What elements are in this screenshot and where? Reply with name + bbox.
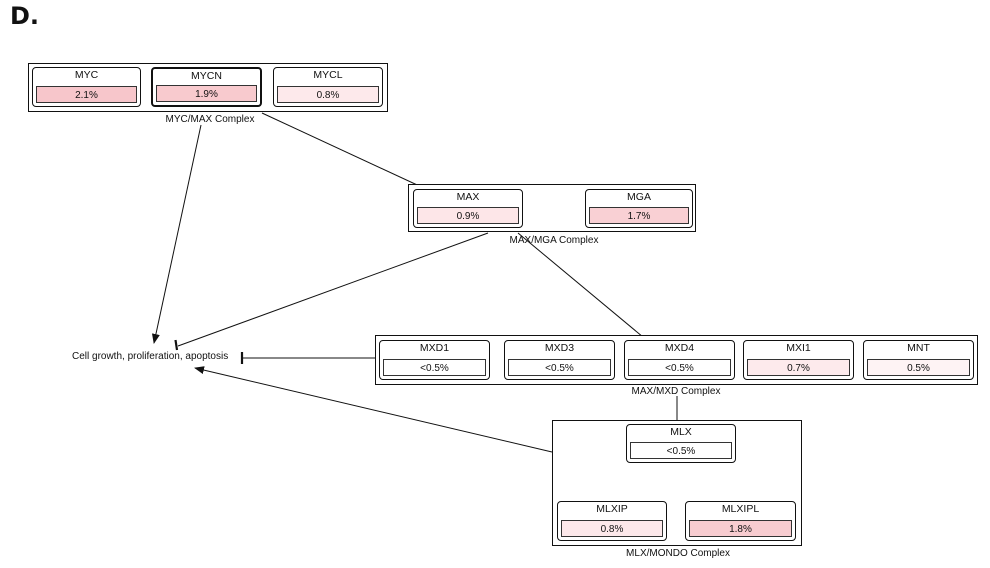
- panel-label: D.: [10, 2, 40, 30]
- edge-mlxmondo-to-phenotype: [194, 366, 553, 453]
- node-name: MXD4: [664, 342, 695, 354]
- node-myc[interactable]: MYC 2.1%: [32, 67, 141, 107]
- node-mycl[interactable]: MYCL 0.8%: [273, 67, 383, 107]
- node-name: MAX: [456, 191, 480, 203]
- node-mnt[interactable]: MNT 0.5%: [863, 340, 974, 380]
- node-name: MYCL: [313, 69, 343, 81]
- edge-maxmga-to-maxmxd: [517, 232, 644, 338]
- node-name: MYC: [74, 69, 99, 81]
- complex-label-myc-max: MYC/MAX Complex: [165, 114, 255, 125]
- node-value: 0.9%: [417, 207, 519, 224]
- phenotype-label: Cell growth, proliferation, apoptosis: [72, 351, 229, 362]
- node-name: MGA: [627, 191, 651, 203]
- complex-label-mlx-mondo: MLX/MONDO Complex: [626, 548, 730, 559]
- node-value: <0.5%: [628, 359, 731, 376]
- node-value: 0.8%: [277, 86, 379, 103]
- node-value: <0.5%: [630, 442, 732, 459]
- node-name: MLX: [670, 426, 692, 438]
- inhibition-bar-maxmga: [174, 339, 179, 351]
- edge-mycmax-to-maxmga: [261, 112, 429, 191]
- node-max[interactable]: MAX 0.9%: [413, 189, 523, 228]
- node-value: 0.8%: [561, 520, 663, 537]
- node-name: MLXIPL: [721, 503, 760, 515]
- node-mxd3[interactable]: MXD3 <0.5%: [504, 340, 615, 380]
- node-value: <0.5%: [383, 359, 486, 376]
- node-value: 1.7%: [589, 207, 689, 224]
- node-value: 0.7%: [747, 359, 850, 376]
- node-name: MNT: [907, 342, 930, 354]
- node-mycn[interactable]: MYCN 1.9%: [151, 67, 262, 107]
- edge-mycmax-to-phenotype: [151, 124, 202, 344]
- node-name: MLXIP: [596, 503, 628, 515]
- node-name: MYCN: [191, 70, 222, 82]
- node-value: 2.1%: [36, 86, 137, 103]
- edge-maxmga-to-phenotype: [177, 232, 489, 347]
- node-value: 0.5%: [867, 359, 970, 376]
- node-name: MXI1: [786, 342, 811, 354]
- node-mxi1[interactable]: MXI1 0.7%: [743, 340, 854, 380]
- complex-label-max-mga: MAX/MGA Complex: [509, 235, 599, 246]
- node-mlxip[interactable]: MLXIP 0.8%: [557, 501, 667, 541]
- node-name: MXD3: [544, 342, 575, 354]
- complex-label-max-mxd: MAX/MXD Complex: [631, 386, 721, 397]
- node-mga[interactable]: MGA 1.7%: [585, 189, 693, 228]
- node-value: 1.9%: [156, 85, 257, 102]
- node-mxd1[interactable]: MXD1 <0.5%: [379, 340, 490, 380]
- node-name: MXD1: [419, 342, 450, 354]
- node-mlxipl[interactable]: MLXIPL 1.8%: [685, 501, 796, 541]
- node-value: 1.8%: [689, 520, 792, 537]
- node-mlx[interactable]: MLX <0.5%: [626, 424, 736, 463]
- node-value: <0.5%: [508, 359, 611, 376]
- node-mxd4[interactable]: MXD4 <0.5%: [624, 340, 735, 380]
